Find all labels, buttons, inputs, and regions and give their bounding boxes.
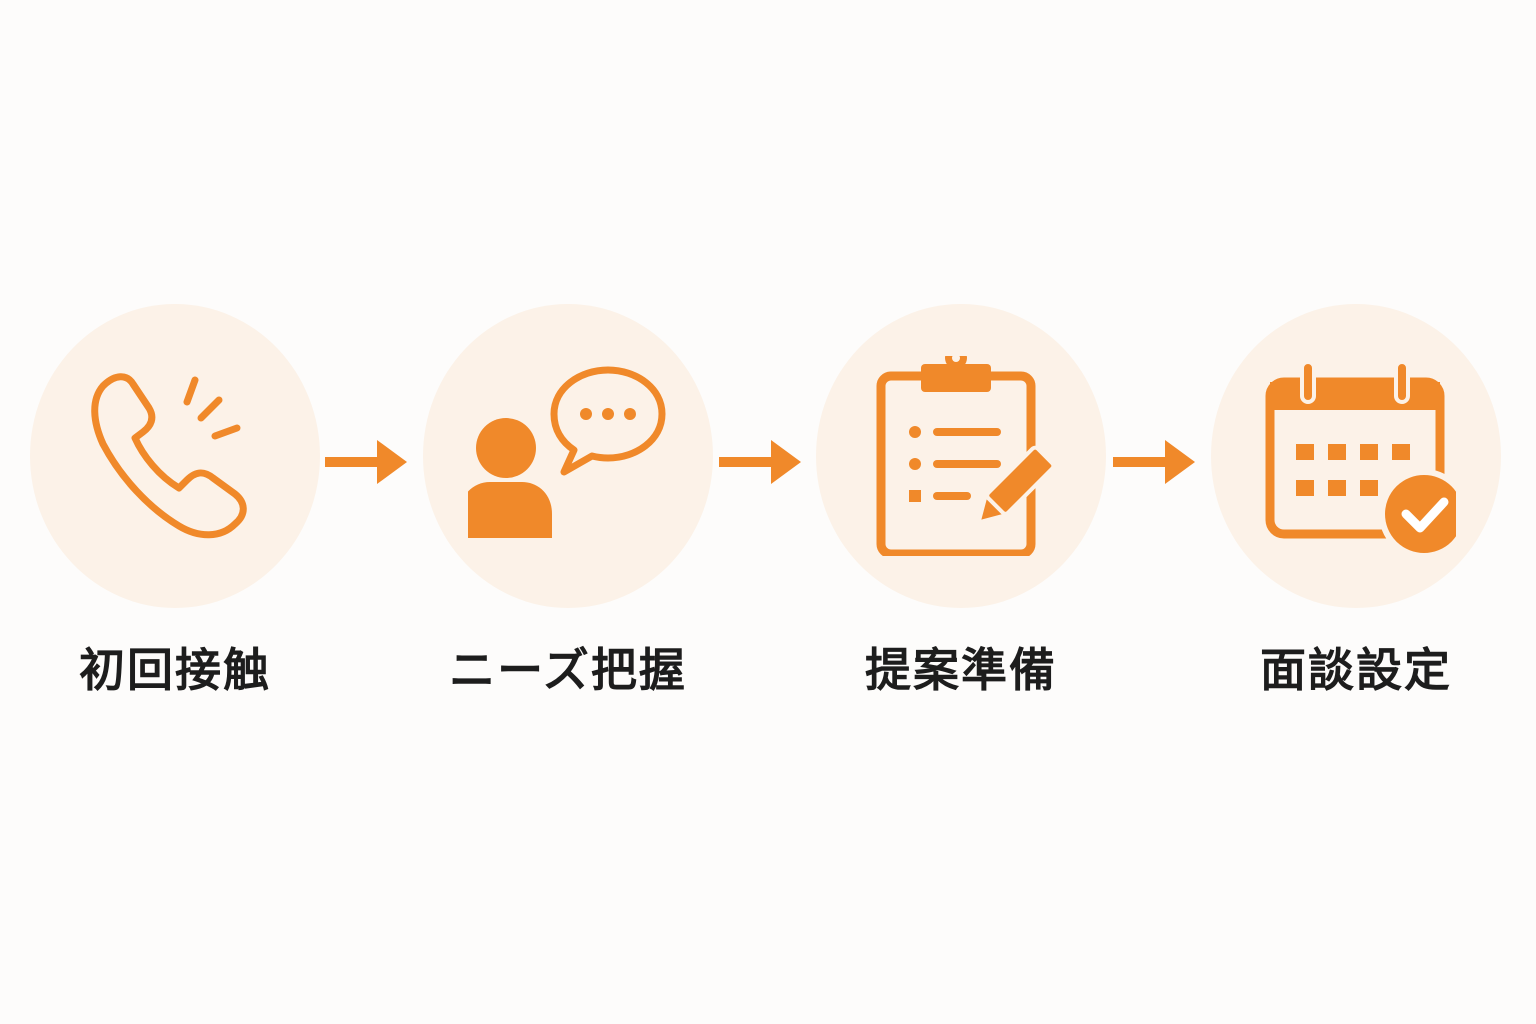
arrow-right-icon (325, 440, 407, 484)
arrow-right-icon (1113, 440, 1195, 484)
step-label: 初回接触 (79, 643, 271, 697)
step-label: 提案準備 (865, 643, 1057, 697)
arrow-right-icon (719, 440, 801, 484)
phone-call-icon (91, 373, 247, 539)
step-meeting-scheduling: 面談設定 (1211, 304, 1501, 704)
step-circle (30, 304, 320, 608)
calendar-check-icon (1265, 360, 1456, 556)
step-needs-assessment: ニーズ把握 (423, 304, 713, 704)
step-initial-contact: 初回接触 (30, 304, 320, 704)
clipboard-checklist-pencil-icon (876, 356, 1056, 556)
step-label: ニーズ把握 (449, 643, 687, 697)
step-label: 面談設定 (1260, 643, 1452, 697)
step-circle (1211, 304, 1501, 608)
step-proposal-preparation: 提案準備 (816, 304, 1106, 704)
step-circle (816, 304, 1106, 608)
person-speech-bubble-icon (468, 366, 666, 538)
step-circle (423, 304, 713, 608)
